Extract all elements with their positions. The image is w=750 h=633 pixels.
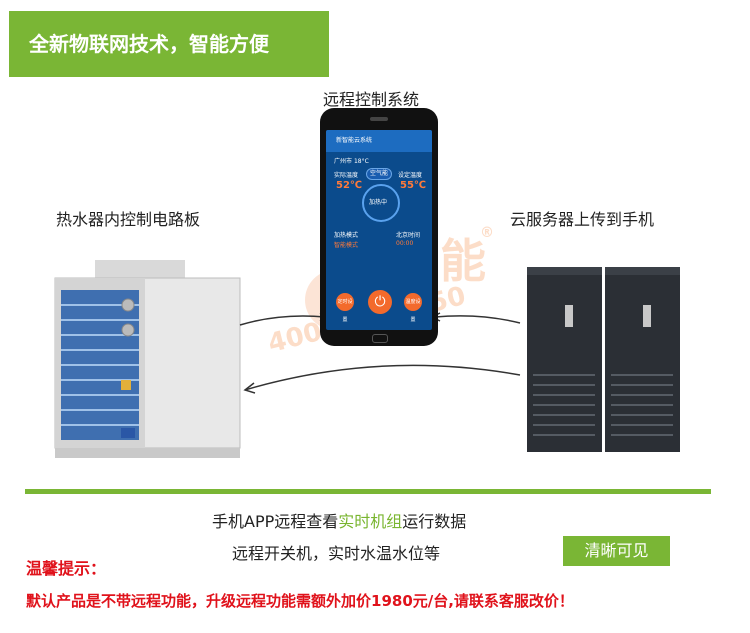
heat-mode-label: 加热模式 xyxy=(334,232,359,239)
power-button[interactable] xyxy=(368,290,392,314)
section-divider xyxy=(25,489,711,494)
status-ring xyxy=(362,184,400,222)
caption-line-1-post: 运行数据 xyxy=(402,512,467,531)
feature-banner: 全新物联网技术，智能方便 xyxy=(9,11,329,77)
heat-mode-value: 智能模式 xyxy=(334,242,359,249)
set-temp-value: 55℃ xyxy=(400,180,427,191)
caption-line-1-highlight: 实时机组 xyxy=(338,512,403,531)
watermark-registered: ® xyxy=(480,225,494,241)
timer-set-button[interactable]: 定时设置 xyxy=(336,293,354,323)
city-label: 广州市 xyxy=(334,158,353,165)
heater-board-label: 热水器内控制电路板 xyxy=(56,210,201,229)
set-temp-label: 设定温度 xyxy=(398,172,423,179)
time-value: 00:00 xyxy=(396,240,414,247)
temp-set-button[interactable]: 温度设置 xyxy=(404,293,422,323)
smartphone: 新智能云系统 广州市 18°C 实际温度 设定温度 空气能 52℃ 55℃ 加热… xyxy=(320,108,438,346)
app-screen: 新智能云系统 广州市 18°C 实际温度 设定温度 空气能 52℃ 55℃ 加热… xyxy=(326,130,432,330)
phone-speaker xyxy=(370,117,388,121)
heat-pump-unit-image xyxy=(54,260,241,458)
clear-visible-badge: 清晰可见 xyxy=(563,536,670,566)
home-button[interactable] xyxy=(372,334,388,343)
city-temp: 18°C xyxy=(353,158,369,165)
cloud-server-image xyxy=(527,267,680,452)
caption-line-2: 远程开关机，实时水温水位等 xyxy=(232,544,441,563)
power-icon: ⏻ xyxy=(374,294,386,310)
remote-system-label: 远程控制系统 xyxy=(323,90,420,109)
time-label: 北京时间 xyxy=(396,232,421,239)
app-title: 新智能云系统 xyxy=(326,130,432,152)
mode-badge[interactable]: 空气能 xyxy=(366,168,392,180)
notice-title: 温馨提示： xyxy=(26,559,107,578)
watermark-brand: 能 xyxy=(440,234,486,288)
notice-body: 默认产品是不带远程功能，升级远程功能需额外加价1980元/台,请联系客服改价！ xyxy=(26,592,574,610)
caption-line-1: 手机APP远程查看实时机组运行数据 xyxy=(212,508,466,532)
cloud-upload-label: 云服务器上传到手机 xyxy=(510,210,655,229)
city-name: 广州市 18°C xyxy=(334,156,369,165)
real-temp-label: 实际温度 xyxy=(334,172,359,179)
caption-line-1-pre: 手机APP远程查看 xyxy=(212,512,339,531)
status-label: 加热中 xyxy=(369,199,388,206)
banner-title: 全新物联网技术，智能方便 xyxy=(29,32,269,56)
real-temp-value: 52℃ xyxy=(336,180,363,191)
